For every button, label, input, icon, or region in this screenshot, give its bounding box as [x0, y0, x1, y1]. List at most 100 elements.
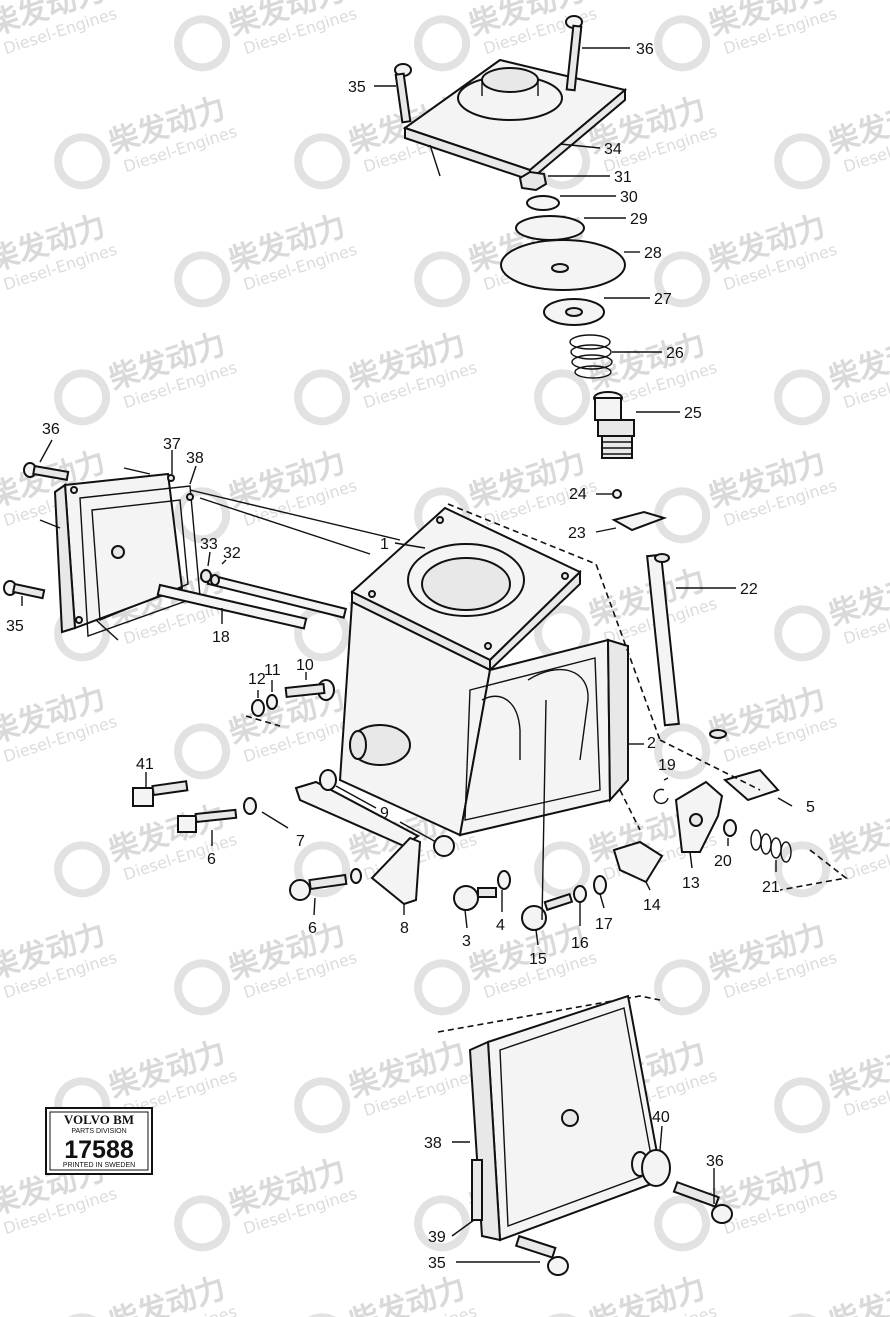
washer-29	[515, 215, 585, 241]
callout-label: 37	[163, 436, 181, 453]
callout-labels: 1 2 3 4 5 6 6 7 8 9 10 11 12 13 14 15	[6, 41, 815, 1272]
bolt-6-lower	[289, 873, 348, 901]
callout-label: 38	[186, 450, 204, 467]
main-housing-1	[338, 506, 629, 837]
callout-label: 36	[706, 1153, 724, 1170]
callout-label: 40	[652, 1109, 670, 1126]
bracket-8	[370, 836, 422, 906]
diaphragm-stack	[500, 170, 635, 459]
lever-assembly	[612, 768, 792, 884]
watermark-brand: 柴发动力	[825, 1271, 890, 1317]
callout-label: 1	[380, 536, 389, 553]
callout-label: 17	[595, 916, 613, 933]
washer-12	[251, 699, 265, 717]
screw-36-top	[565, 15, 583, 92]
callout-label: 10	[296, 657, 314, 674]
stamp-division: PARTS DIVISION	[71, 1128, 126, 1135]
callout-label: 2	[647, 735, 656, 752]
callout-label: 41	[136, 756, 154, 773]
screw-36-left	[23, 462, 70, 482]
callout-label: 25	[684, 405, 702, 422]
fitting-25	[593, 391, 635, 459]
callout-label: 35	[6, 618, 24, 635]
stamp-brand: VOLVO BM	[64, 1112, 134, 1127]
callout-label: 35	[428, 1255, 446, 1272]
bush-9a	[319, 769, 337, 791]
callout-label: 14	[643, 897, 661, 914]
clip-19	[653, 788, 669, 805]
bolt-6-upper	[177, 808, 238, 833]
rod-22	[646, 553, 680, 727]
callout-label: 19	[658, 757, 676, 774]
volvo-bm-stamp: VOLVO BM PARTS DIVISION 17588 PRINTED IN…	[45, 1107, 153, 1175]
washer-30	[526, 195, 560, 211]
callout-label: 5	[806, 799, 815, 816]
spring-26	[569, 334, 613, 379]
screw-35-left	[3, 580, 46, 600]
screw-36-bottom	[672, 1180, 733, 1224]
callout-label: 28	[644, 245, 662, 262]
washer-16	[573, 885, 587, 903]
washer-20	[723, 819, 737, 837]
callout-label: 39	[428, 1229, 446, 1246]
callout-label: 29	[630, 211, 648, 228]
callout-label: 12	[248, 671, 266, 688]
callout-label: 16	[571, 935, 589, 952]
callout-label: 23	[568, 525, 586, 542]
washer-11	[266, 694, 278, 710]
callout-label: 11	[264, 662, 281, 679]
screw-10	[284, 679, 335, 701]
pin-24	[612, 489, 622, 499]
bottom-cover-assembly	[468, 994, 733, 1276]
bolt-41	[132, 780, 189, 807]
callout-label: 30	[620, 189, 638, 206]
screw-35-bottom	[514, 1234, 569, 1276]
callout-label: 33	[200, 536, 218, 553]
shaft-assembly	[156, 569, 348, 630]
callout-label: 36	[42, 421, 60, 438]
stamp-number: 17588	[64, 1136, 134, 1164]
callout-label: 4	[496, 917, 505, 934]
callout-label: 7	[296, 833, 305, 850]
callout-label: 38	[424, 1135, 442, 1152]
washer-17	[593, 875, 607, 895]
callout-label: 21	[762, 879, 780, 896]
callout-label: 34	[604, 141, 622, 158]
linkage-right	[611, 489, 727, 739]
bolt-15	[521, 892, 574, 931]
callout-label: 27	[654, 291, 672, 308]
callout-label: 20	[714, 853, 732, 870]
callout-label: 36	[636, 41, 654, 58]
shaft-18	[156, 583, 308, 630]
left-cover-assembly	[3, 462, 401, 641]
clip-23	[611, 510, 668, 532]
nut-31	[518, 170, 548, 192]
callout-label: 18	[212, 629, 230, 646]
callout-label: 35	[348, 79, 366, 96]
screw-35-top	[394, 63, 412, 124]
bush-9b	[433, 835, 455, 857]
spring-21	[750, 829, 792, 863]
callout-label: 31	[614, 169, 632, 186]
